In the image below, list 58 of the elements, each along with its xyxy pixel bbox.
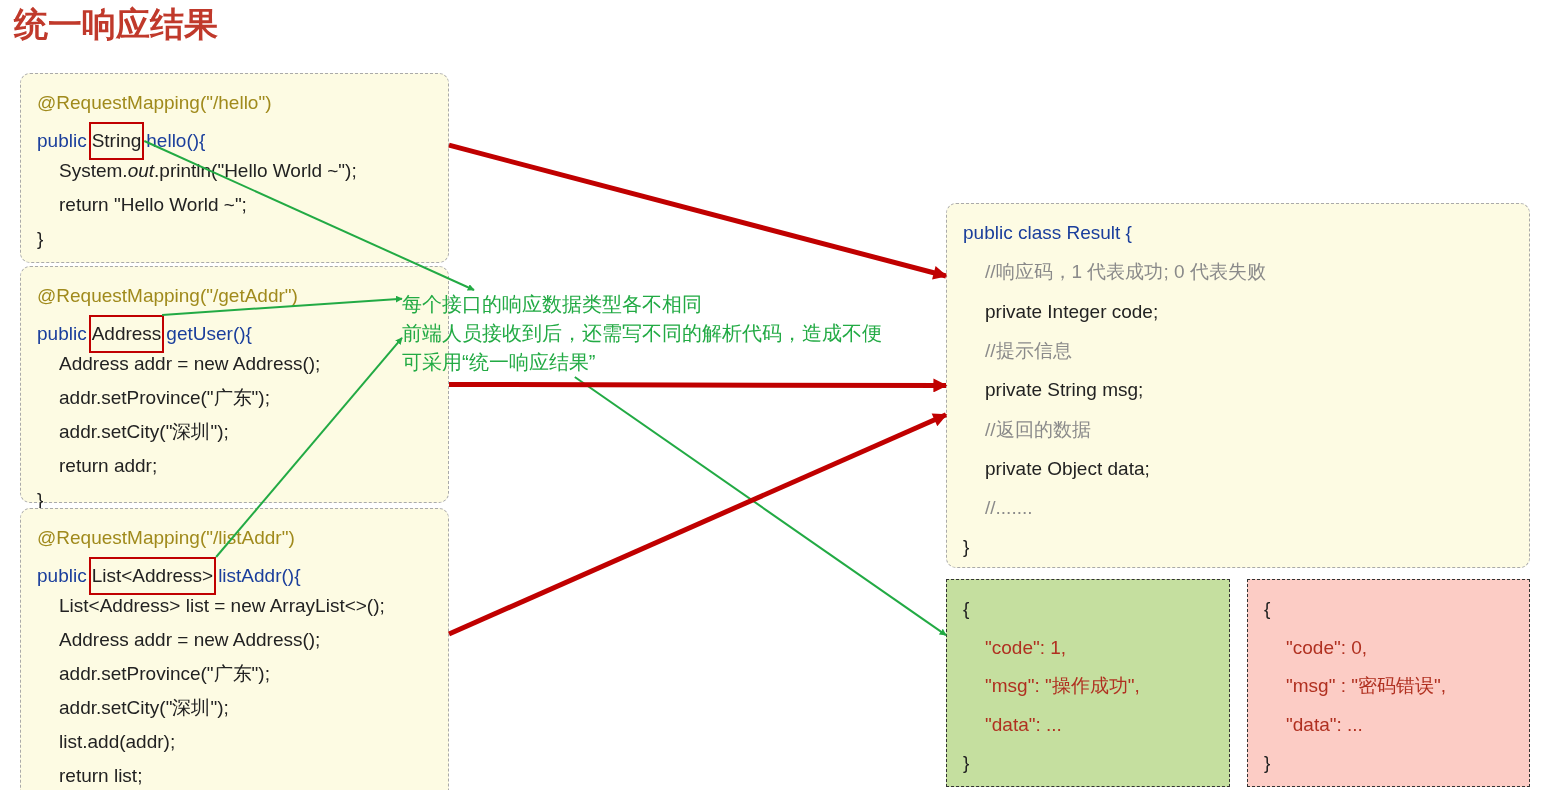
annotation-text: 每个接口的响应数据类型各不相同	[402, 292, 702, 317]
code-line: return "Hello World ~";	[59, 193, 247, 217]
code-line: private Object data;	[985, 456, 1150, 481]
code-card	[946, 203, 1530, 568]
code-text: getUser(){	[166, 323, 252, 344]
arrow	[449, 378, 948, 393]
code-text: hello(){	[146, 130, 206, 151]
code-card	[20, 508, 449, 790]
arrow	[215, 336, 403, 558]
arrow	[143, 140, 475, 291]
arrow	[161, 295, 403, 316]
code-line: Address addr = new Address();	[59, 352, 321, 376]
code-line: List<Address> list = new ArrayList<>();	[59, 594, 385, 618]
slide-title: 统一响应结果	[14, 4, 218, 45]
code-line: return list;	[59, 764, 143, 788]
code-text: public	[37, 565, 87, 586]
highlight-box: List<Address>	[88, 557, 217, 595]
code-line: public class Result {	[963, 221, 1132, 245]
code-line: "data": ...	[1286, 712, 1363, 737]
code-line: "code": 1,	[985, 635, 1067, 660]
code-line: "data": ...	[985, 712, 1062, 737]
code-line: addr.setProvince("广东");	[59, 386, 270, 410]
code-line: return addr;	[59, 454, 158, 478]
code-line: //.......	[985, 496, 1033, 521]
highlight-box: String	[88, 122, 145, 160]
code-line: @RequestMapping("/hello")	[37, 91, 272, 115]
code-line: "msg": "操作成功",	[985, 674, 1140, 698]
code-line: }	[963, 751, 970, 775]
code-line: list.add(addr);	[59, 730, 176, 754]
code-text: public	[37, 323, 87, 344]
code-line: private String msg;	[985, 378, 1144, 403]
code-line: //提示信息	[985, 338, 1072, 363]
highlight-box: Address	[88, 315, 165, 353]
code-line: //返回的数据	[985, 417, 1091, 442]
arrow	[448, 142, 948, 280]
code-text: public	[37, 130, 87, 151]
code-card	[946, 579, 1230, 787]
code-card	[1247, 579, 1530, 787]
code-line: }	[37, 227, 44, 251]
arrow	[573, 376, 947, 637]
annotation-text: 可采用“统一响应结果”	[402, 350, 596, 375]
annotation-text: 前端人员接收到后，还需写不同的解析代码，造成不便	[402, 321, 882, 346]
arrow	[448, 412, 948, 637]
code-line: {	[963, 597, 970, 621]
code-line: }	[1264, 751, 1271, 775]
code-line: }	[963, 535, 970, 560]
code-line: "code": 0,	[1286, 635, 1368, 660]
code-line: private Integer code;	[985, 299, 1159, 324]
code-line: Address addr = new Address();	[59, 628, 321, 652]
code-line: {	[1264, 597, 1271, 621]
code-line: addr.setCity("深圳");	[59, 696, 229, 720]
code-text: listAddr(){	[218, 565, 301, 586]
code-card	[20, 73, 449, 263]
code-line: @RequestMapping("/getAddr")	[37, 284, 298, 308]
code-line: addr.setProvince("广东");	[59, 662, 270, 686]
code-line: //响应码，1 代表成功; 0 代表失败	[985, 260, 1266, 285]
code-line: "msg" : "密码错误",	[1286, 674, 1446, 698]
code-line: addr.setCity("深圳");	[59, 420, 229, 444]
